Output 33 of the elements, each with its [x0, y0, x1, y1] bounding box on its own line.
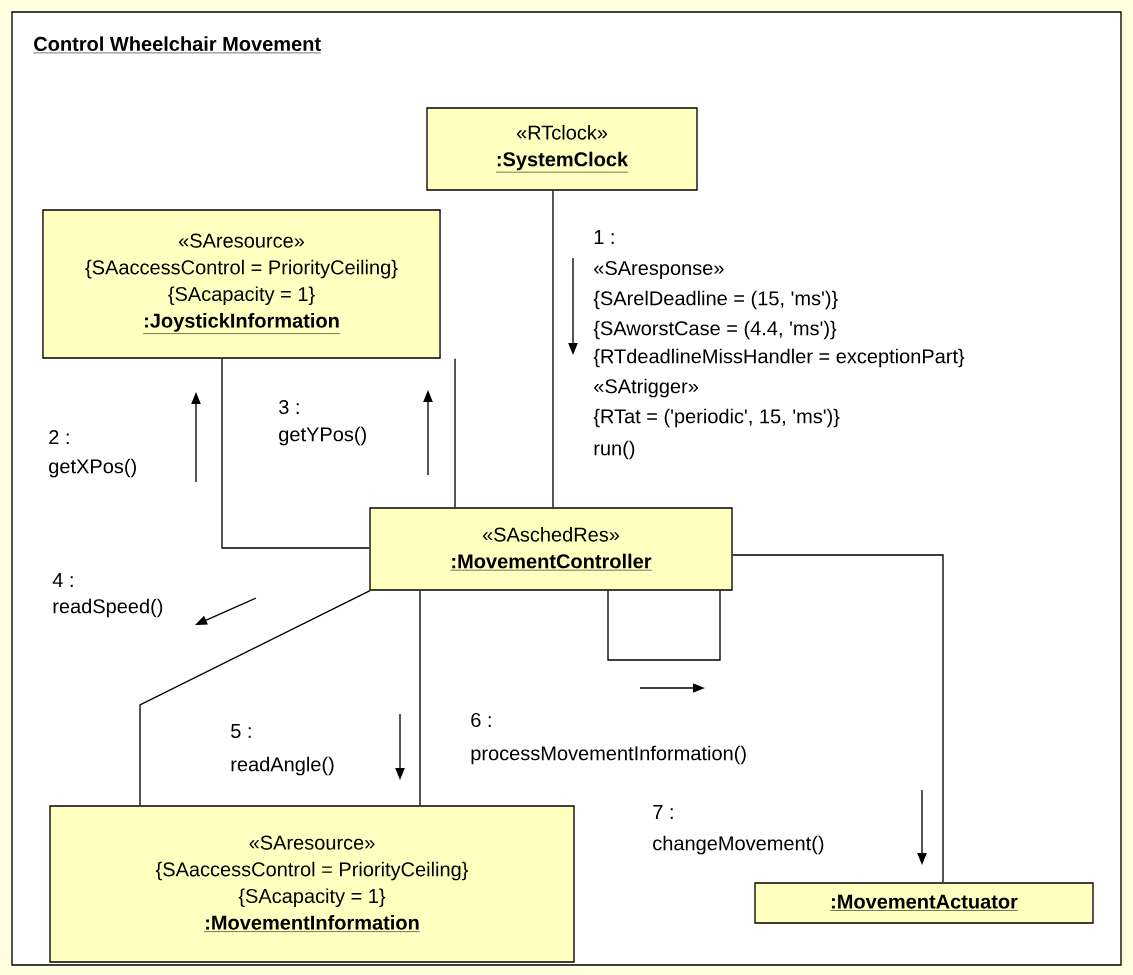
- message-label: «SAresponse»: [594, 260, 724, 280]
- message-label: 1 :: [594, 230, 614, 244]
- message-label: run(): [594, 440, 635, 460]
- message-label: {SAworstCase = (4.4, 'ms')}: [593, 320, 837, 340]
- message-label: 4 :: [52, 573, 73, 587]
- link-line: [732, 554, 944, 883]
- message-label: 7 :: [653, 805, 673, 819]
- message-label: 3 :: [279, 399, 299, 415]
- link-line: [454, 358, 456, 508]
- message-label: {RTat = ('periodic', 15, 'ms')}: [593, 408, 840, 428]
- object-box: «RTclock» :SystemClock: [426, 107, 698, 191]
- link-line: [419, 590, 421, 806]
- link-line: [552, 190, 554, 508]
- message-label: 5 :: [231, 724, 251, 738]
- diagram-title: Control Wheelchair Movement: [33, 36, 322, 54]
- message-label: {SArelDeadline = (15, 'ms')}: [593, 290, 838, 310]
- link-line: [607, 590, 721, 661]
- message-label: readAngle(): [231, 756, 334, 776]
- message-label: 6 :: [471, 712, 491, 728]
- message-label: 2 :: [49, 430, 69, 444]
- message-label: getYPos(): [279, 426, 366, 446]
- message-label: «SAtrigger»: [594, 378, 699, 398]
- object-box: :MovementActuator: [754, 882, 1094, 924]
- link-line: [139, 590, 371, 806]
- message-label: readSpeed(): [53, 598, 163, 618]
- message-label: processMovementInformation(): [471, 745, 746, 765]
- object-box: «SAschedRes» :MovementController: [369, 507, 733, 591]
- message-label: getXPos(): [49, 458, 136, 478]
- object-box: «SAresource» {SAaccessControl = PriorityCeiling} {SAcapacity = 1} :JoystickInformation: [42, 209, 441, 359]
- link-line: [221, 358, 370, 549]
- message-label: changeMovement(): [653, 835, 824, 855]
- object-box: «SAresource» {SAaccessControl = PriorityCeiling} {SAcapacity = 1} :MovementInformation: [49, 805, 575, 963]
- message-label: {RTdeadlineMissHandler = exceptionPart}: [593, 348, 965, 368]
